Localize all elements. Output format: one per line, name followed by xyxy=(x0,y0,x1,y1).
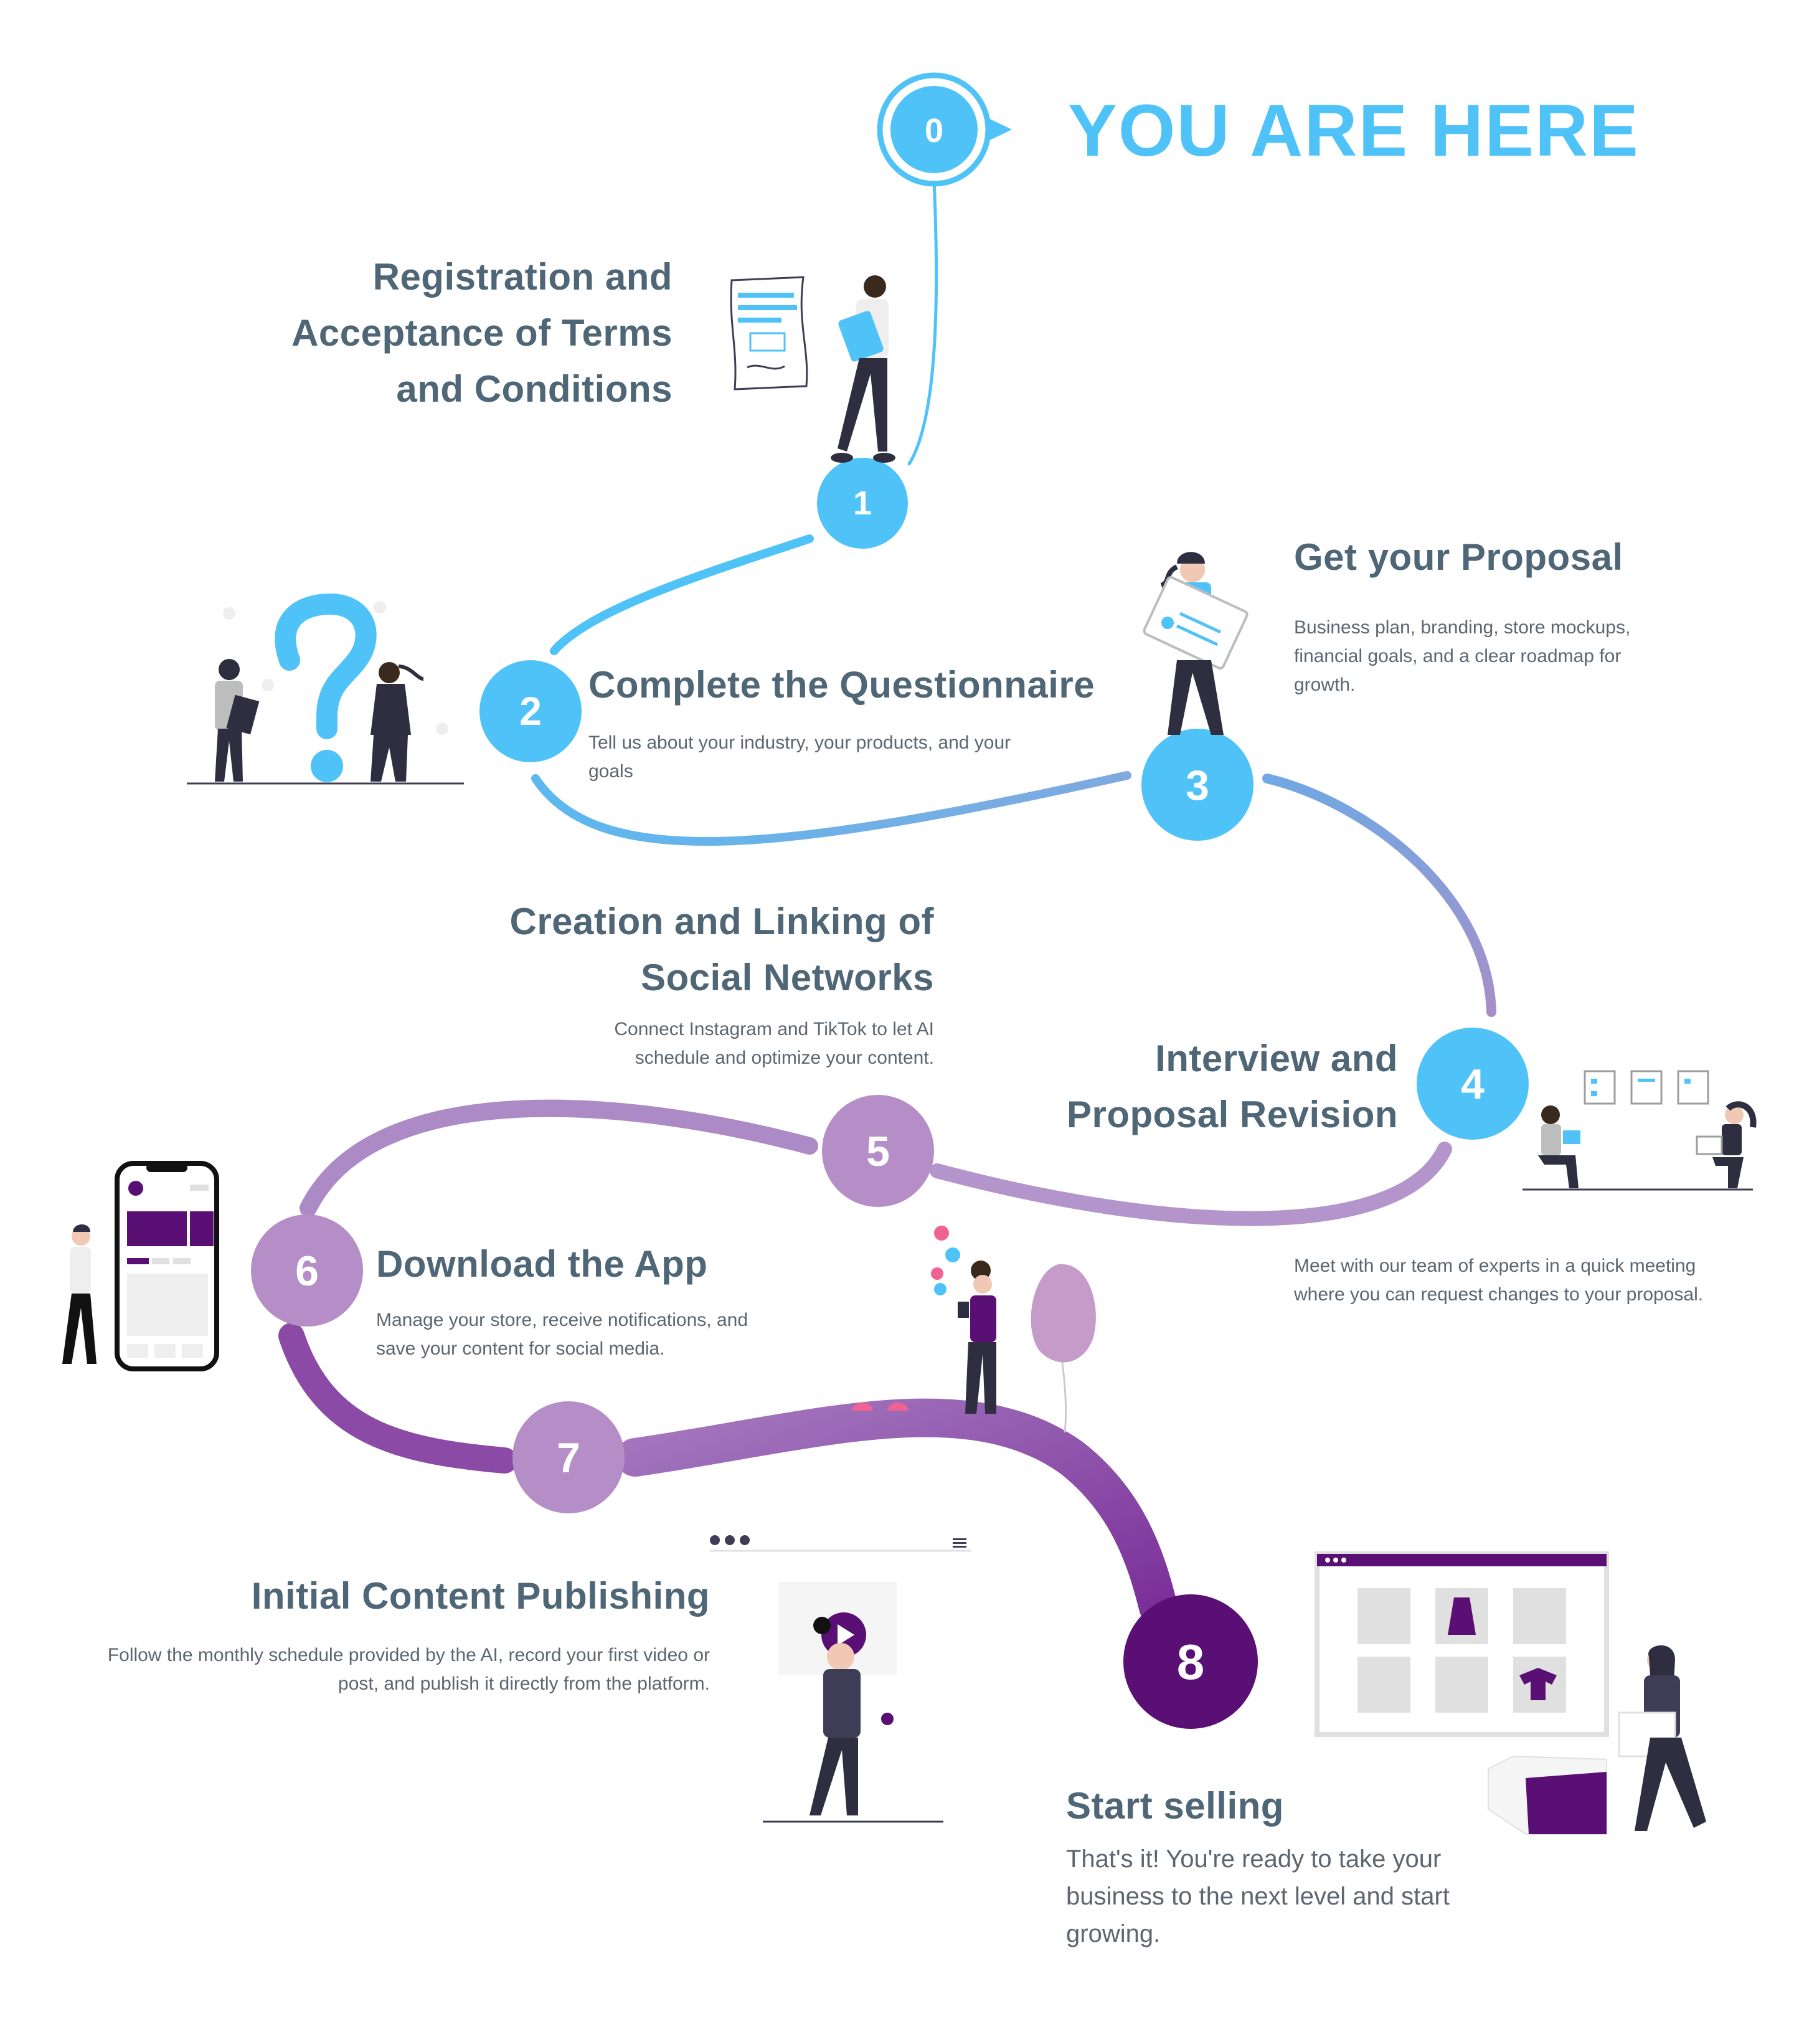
step-1-circle xyxy=(817,458,908,549)
step-8-number: 8 xyxy=(1177,1634,1205,1690)
path-4-5 xyxy=(930,1142,1452,1226)
video-recording-person-icon xyxy=(710,1535,971,1823)
step-7-title: Initial Content Publishing xyxy=(251,1575,710,1617)
video-meeting-icon xyxy=(1523,1070,1757,1191)
step-0-pin xyxy=(877,72,1012,187)
step-5-title: Creation and Linking of Social Networks xyxy=(509,901,934,998)
step-numbers: 0 1 2 3 4 5 6 7 8 xyxy=(295,112,1485,1690)
step-6-title: Download the App xyxy=(376,1243,708,1285)
step-circles xyxy=(251,458,1529,1729)
path-7-8 xyxy=(616,1398,1178,1626)
step-6-description: Manage your store, receive notifications… xyxy=(376,1310,748,1359)
step-3-circle xyxy=(1141,729,1253,841)
step-1-number: 1 xyxy=(853,485,872,522)
path-0-1 xyxy=(907,179,938,466)
step-7-description: Follow the monthly schedule provided by … xyxy=(107,1645,710,1694)
social-media-person-icon xyxy=(852,1226,1096,1433)
step-0-number: 0 xyxy=(925,112,943,149)
step-4-circle xyxy=(1417,1028,1529,1140)
step-6-circle xyxy=(251,1214,363,1327)
step-4-number: 4 xyxy=(1461,1061,1485,1108)
step-2-circle xyxy=(479,660,582,762)
step-7-circle xyxy=(512,1401,625,1513)
step-3-description: Business plan, branding, store mockups, … xyxy=(1294,617,1631,695)
step-1-title: Registration and Acceptance of Terms and… xyxy=(291,256,673,410)
step-4-title: Interview and Proposal Revision xyxy=(1067,1038,1398,1135)
you-are-here-heading: YOU ARE HERE xyxy=(1068,90,1640,172)
online-store-delivery-icon xyxy=(1315,1551,1706,1835)
step-2-description: Tell us about your industry, your produc… xyxy=(588,732,1011,782)
step-5-description: Connect Instagram and TikTok to let AI s… xyxy=(614,1019,934,1068)
step-4-description: Meet with our team of experts in a quick… xyxy=(1294,1256,1704,1305)
step-7-number: 7 xyxy=(557,1434,580,1482)
step-5-circle xyxy=(822,1095,934,1207)
path-5-6 xyxy=(300,1099,818,1217)
step-3-title: Get your Proposal xyxy=(1294,536,1623,578)
path-1-2 xyxy=(550,534,814,655)
step-8-title: Start selling xyxy=(1066,1785,1284,1827)
step-5-number: 5 xyxy=(866,1128,890,1175)
person-with-contract-icon xyxy=(730,275,895,463)
step-6-number: 6 xyxy=(295,1247,319,1295)
step-2-number: 2 xyxy=(519,689,542,734)
question-mark-people-icon xyxy=(187,593,464,785)
person-with-document-icon xyxy=(1143,552,1249,735)
mobile-phone-person-icon xyxy=(62,1161,219,1371)
path-6-7 xyxy=(278,1323,517,1474)
step-3-number: 3 xyxy=(1186,762,1209,809)
path-2-3 xyxy=(531,771,1131,846)
step-2-title: Complete the Questionnaire xyxy=(588,664,1095,706)
roadmap-path xyxy=(278,179,1496,1626)
path-3-4 xyxy=(1262,774,1496,1017)
step-8-circle xyxy=(1123,1594,1258,1729)
step-8-description: That's it! You're ready to take your bus… xyxy=(1066,1845,1450,1947)
